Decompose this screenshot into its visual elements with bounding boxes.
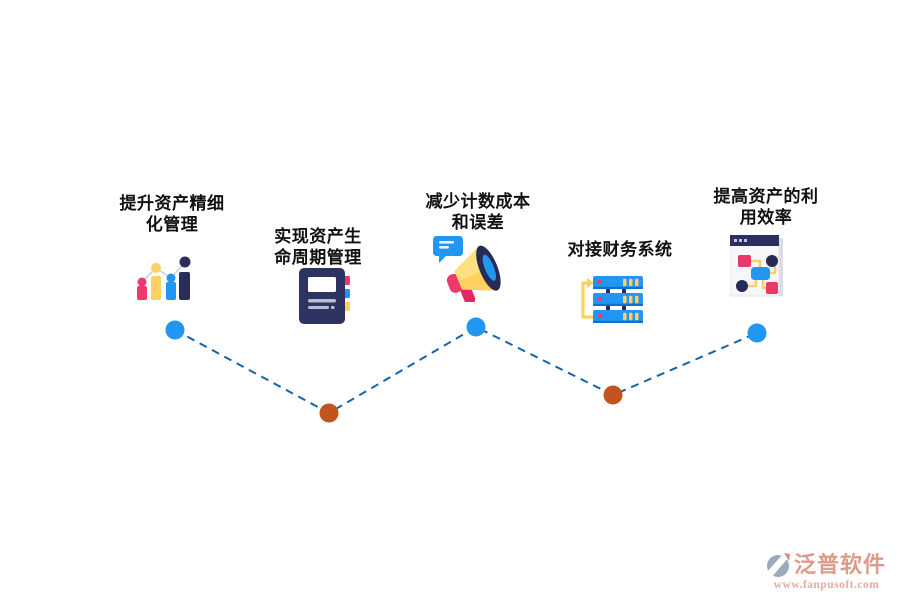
timeline-node-3: [466, 317, 486, 337]
watermark-url: www.fanpusoft.com: [773, 579, 880, 591]
item-4-label: 对接财务系统: [567, 240, 673, 259]
item-3-label: 减少计数成本 和误差: [425, 192, 531, 232]
notebook-icon: [299, 268, 351, 329]
timeline-dashed-line: [174, 325, 758, 415]
timeline-node-4: [603, 385, 623, 405]
flowchart-window-icon: [729, 234, 784, 303]
watermark-brand: 泛普软件: [793, 552, 886, 577]
timeline-node-2: [319, 403, 339, 423]
timeline-node-5: [747, 323, 767, 343]
item-1-label: 提升资产精细 化管理: [119, 194, 225, 234]
timeline-node-1: [165, 320, 185, 340]
megaphone-icon: [431, 236, 513, 307]
server-stack-icon: [577, 276, 643, 331]
fanpu-logo-icon: [766, 552, 791, 578]
item-5-label: 提高资产的利 用效率: [713, 187, 819, 227]
item-2-label: 实现资产生 命周期管理: [274, 227, 362, 267]
bar-chart-icon: [135, 252, 193, 305]
watermark: 泛普软件 www.fanpusoft.com: [766, 552, 886, 591]
